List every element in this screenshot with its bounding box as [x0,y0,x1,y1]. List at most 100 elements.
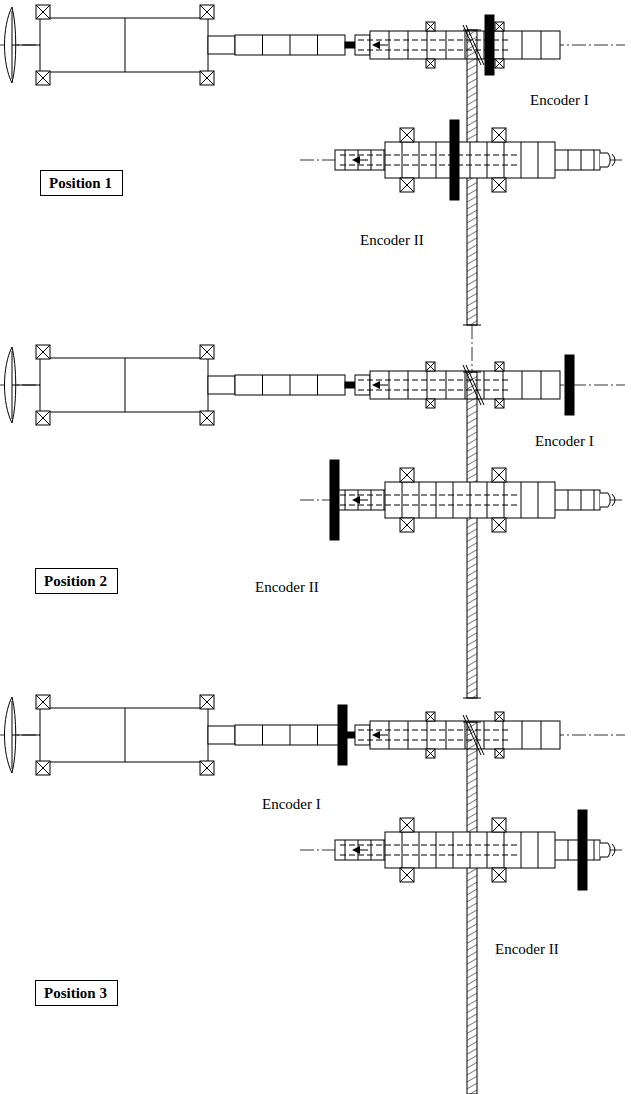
shaft-segment [427,721,428,749]
bearing-cross [400,818,414,832]
shaft-segment [402,142,403,178]
bearing-symbol [200,5,214,19]
gear-wheel [467,372,477,698]
shaft-segment [384,490,385,510]
key-mark [372,41,380,49]
key-mark-line [380,735,388,736]
shaft-bore [340,845,520,846]
encoder-disc [450,120,459,200]
bearing-symbol [492,128,506,142]
input-shaft-end [355,725,370,745]
motor-divider [125,708,126,762]
shaft-segment [538,482,539,518]
bearing-cross [36,761,50,775]
shaft-segment [504,482,505,518]
gearbox-assembly [0,5,625,325]
bearing-cross [426,59,435,68]
shaft-segment [581,150,582,170]
position-label: Position 1 [49,174,114,192]
output-shaft-body [385,142,555,178]
bearing-cross [495,749,504,758]
bearing-symbol [200,71,214,85]
encoder-disc [485,15,494,75]
bearing-cross [36,411,50,425]
shaft-segment [503,371,504,399]
shaft-segment [504,142,505,178]
shaft-segment [453,482,454,518]
bearing-cross [495,22,504,31]
position-label: Position 3 [44,984,109,1002]
bearing-cross [400,518,414,532]
key-mark [352,156,360,164]
shaft-segment [470,142,471,178]
bearing-cross [492,518,506,532]
coupling [235,35,345,55]
bearing-cross [426,362,435,371]
shaft-segment [465,371,466,399]
shaft-segment [446,721,447,749]
shaft-bore [358,730,510,731]
bearing-symbol [495,362,504,371]
shaft-segment [317,725,318,745]
shaft-segment [419,832,420,868]
shaft-segment [290,725,291,745]
bearing-symbol [426,22,435,31]
bearing-symbol [426,362,435,371]
shaft-segment [345,150,346,170]
bearing-cross [495,22,504,31]
bearing-symbol [200,411,214,425]
shaft-segment [389,721,390,749]
shaft-segment [345,840,346,860]
shaft-segment [521,142,522,178]
shaft-end [600,153,610,167]
shaft-segment [446,371,447,399]
gear-rim [463,30,481,31]
shaft-segment [503,721,504,749]
gearbox-assembly [0,695,625,1094]
bearing-cross [200,345,214,359]
bearing-cross [426,399,435,408]
bearing-cross [200,5,214,19]
shaft-segment [408,31,409,59]
shaft-segment [504,832,505,868]
position-box: Position 3 [35,980,118,1006]
shaft-nut [612,494,615,506]
gear-rim [463,698,481,699]
shaft-segment [384,150,385,170]
bearing-cross [492,868,506,882]
shaft-segment [402,482,403,518]
gear-wheel [467,722,477,1094]
coupling [235,375,345,395]
input-shaft [370,721,560,749]
motor-housing [40,18,208,72]
bearing-symbol [426,712,435,721]
bearing-cross [426,712,435,721]
bearing-symbol [492,868,506,882]
bearing-cross [492,178,506,192]
bearing-cross [495,362,504,371]
shaft-segment [419,482,420,518]
coupling-pin [345,42,355,48]
input-shaft-end [355,35,370,55]
shaft-segment [436,482,437,518]
bearing-cross [492,868,506,882]
encoder-disc [338,705,347,765]
bearing-cross [200,71,214,85]
bearing-symbol [400,818,414,832]
bearing-symbol [495,22,504,31]
shaft-segment [487,142,488,178]
shaft-segment [594,490,595,510]
bearing-cross [200,5,214,19]
shaft-segment [541,721,542,749]
bearing-cross [426,59,435,68]
bearing-symbol [495,712,504,721]
bearing-cross [400,468,414,482]
shaft-segment [521,482,522,518]
bearing-cross [36,71,50,85]
shaft-segment [465,31,466,59]
key-mark [372,731,380,739]
motor-housing [40,358,208,412]
bearing-cross [200,761,214,775]
shaft-segment [568,150,569,170]
